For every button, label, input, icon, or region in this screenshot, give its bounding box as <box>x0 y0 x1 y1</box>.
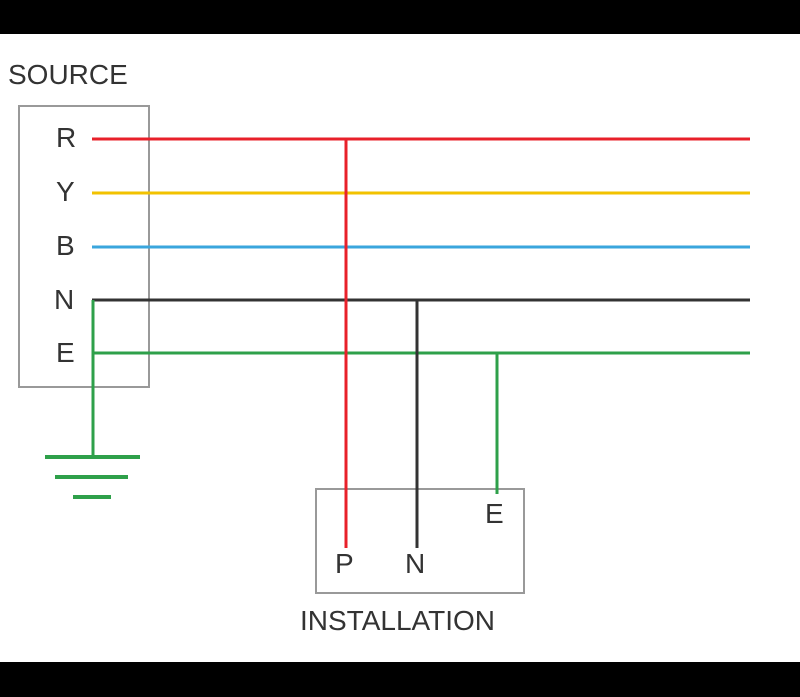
source-terminal-y: Y <box>56 176 75 207</box>
installation-box <box>315 488 525 594</box>
installation-terminal-e: E <box>485 498 504 529</box>
installation-title: INSTALLATION <box>300 605 496 636</box>
source-terminal-n: N <box>54 284 75 315</box>
top-black-bar <box>0 0 800 34</box>
earth-ground-icon <box>45 455 140 499</box>
source-title: SOURCE <box>8 59 128 90</box>
installation-terminal-n: N <box>405 548 426 579</box>
installation-terminal-p: P <box>335 548 354 579</box>
source-terminal-b: B <box>56 230 75 261</box>
bottom-black-bar <box>0 662 800 697</box>
source-terminal-r: R <box>56 122 77 153</box>
source-terminal-e: E <box>56 337 75 368</box>
